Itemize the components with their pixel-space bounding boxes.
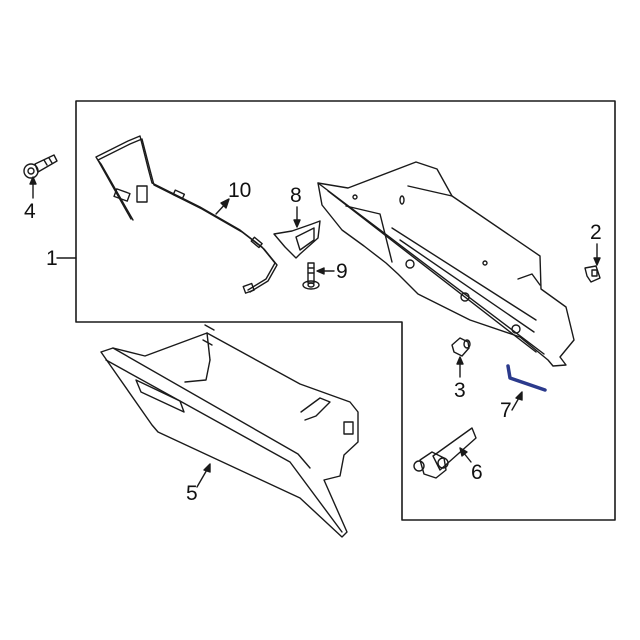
callout-3: 3	[454, 379, 466, 402]
glove-box-door-icon	[100, 324, 359, 538]
callout-7: 7	[500, 399, 512, 422]
bumper-3-icon	[451, 337, 471, 378]
callout-2: 2	[590, 221, 602, 244]
wiring-harness-icon	[95, 135, 278, 294]
callout-6: 6	[471, 461, 483, 484]
callout-5: 5	[186, 482, 198, 505]
callout-10: 10	[228, 179, 252, 202]
assembly-frame-outline	[75, 100, 616, 521]
screw-9-icon	[302, 262, 335, 290]
callout-4: 4	[24, 200, 36, 223]
callout-8: 8	[290, 184, 302, 207]
clip-2-icon	[584, 243, 601, 283]
latch-8-icon	[273, 206, 321, 259]
rod-7-icon	[506, 364, 547, 411]
glove-box-housing-icon	[317, 161, 575, 367]
damper-6-icon	[413, 427, 477, 479]
callout-1: 1	[46, 247, 58, 270]
bolt-4-icon	[23, 154, 58, 199]
callout-9: 9	[336, 260, 348, 283]
